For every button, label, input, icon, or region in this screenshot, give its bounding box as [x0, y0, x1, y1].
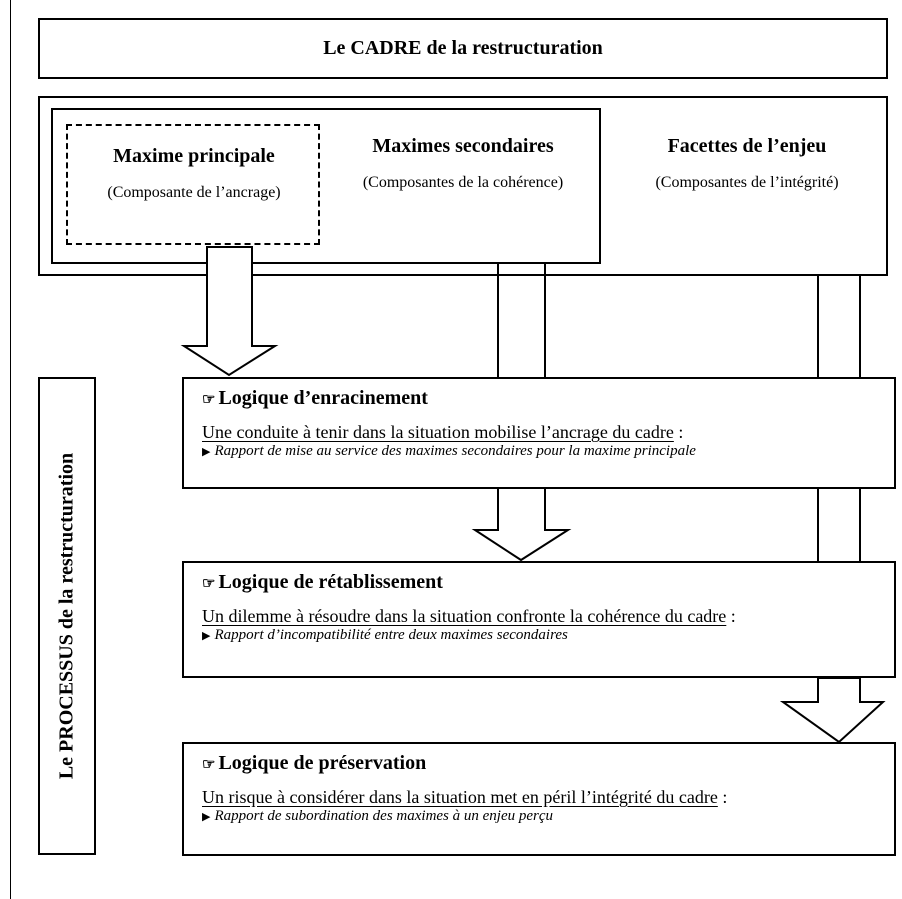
logique-enracinement-box: ☞Logique d’enracinement Une conduite à t…	[182, 377, 896, 489]
pointing-hand-icon: ☞	[202, 392, 216, 408]
arrow-principale-to-enracinement	[180, 246, 279, 377]
processus-box: Le PROCESSUS de la restructuration	[38, 377, 96, 855]
maxime-principale-title: Maxime principale	[113, 145, 275, 167]
logique-preservation-box: ☞Logique de préservation Un risque à con…	[182, 742, 896, 856]
logique-preservation-statement-line: Un risque à considérer dans la situation…	[202, 787, 894, 808]
logique-enracinement-detail-line: ▶Rapport de mise au service des maximes …	[202, 443, 894, 460]
logique-enracinement-title: Logique d’enracinement	[218, 387, 428, 409]
maxime-principale-column: Maxime principale (Composante de l’ancra…	[70, 145, 318, 202]
logique-enracinement-colon: :	[673, 422, 684, 442]
cadre-title: Le CADRE de la restructuration	[323, 37, 603, 59]
arrow-enracinement-to-retablissement	[471, 487, 572, 562]
processus-label: Le PROCESSUS de la restructuration	[55, 452, 78, 780]
triangle-right-icon: ▶	[202, 630, 211, 642]
logique-enracinement-statement-line: Une conduite à tenir dans la situation m…	[202, 422, 894, 443]
pointing-hand-icon: ☞	[202, 576, 216, 592]
logique-retablissement-detail: Rapport d’incompatibilité entre deux max…	[214, 627, 568, 643]
logique-preservation-title: Logique de préservation	[218, 752, 427, 774]
logique-enracinement-statement: Une conduite à tenir dans la situation m…	[202, 422, 674, 442]
logique-preservation-detail: Rapport de subordination des maximes à u…	[214, 808, 554, 824]
maxime-principale-box	[66, 124, 320, 245]
logique-preservation-heading: ☞Logique de préservation	[202, 752, 894, 775]
triangle-right-icon: ▶	[202, 446, 211, 458]
logique-retablissement-detail-line: ▶Rapport d’incompatibilité entre deux ma…	[202, 627, 894, 644]
facettes-enjeu-title: Facettes de l’enjeu	[667, 135, 827, 157]
pointing-hand-icon: ☞	[202, 757, 216, 773]
maximes-secondaires-column: Maximes secondaires (Composantes de la c…	[328, 135, 598, 192]
inner-maximes-box	[51, 108, 601, 264]
maxime-principale-subtitle: (Composante de l’ancrage)	[107, 184, 281, 201]
triangle-right-icon: ▶	[202, 811, 211, 823]
logique-preservation-detail-line: ▶Rapport de subordination des maximes à …	[202, 808, 894, 825]
maximes-secondaires-subtitle: (Composantes de la cohérence)	[362, 174, 564, 191]
logique-enracinement-heading: ☞Logique d’enracinement	[202, 387, 894, 410]
logique-retablissement-colon: :	[726, 606, 736, 626]
facettes-enjeu-subtitle: (Composantes de l’intégrité)	[655, 174, 839, 191]
page-left-border	[10, 0, 11, 899]
logique-retablissement-statement: Un dilemme à résoudre dans la situation …	[202, 606, 727, 626]
maximes-secondaires-title: Maximes secondaires	[372, 135, 554, 157]
logique-retablissement-statement-line: Un dilemme à résoudre dans la situation …	[202, 606, 894, 627]
cadre-title-box: Le CADRE de la restructuration	[38, 18, 888, 79]
logique-retablissement-title: Logique de rétablissement	[218, 571, 443, 593]
logique-retablissement-heading: ☞Logique de rétablissement	[202, 571, 894, 594]
logique-enracinement-detail: Rapport de mise au service des maximes s…	[214, 443, 696, 459]
logique-preservation-colon: :	[717, 787, 728, 807]
arrow-retablissement-to-preservation	[779, 677, 886, 744]
logique-preservation-statement: Un risque à considérer dans la situation…	[202, 787, 718, 807]
logique-retablissement-box: ☞Logique de rétablissement Un dilemme à …	[182, 561, 896, 678]
facettes-enjeu-column: Facettes de l’enjeu (Composantes de l’in…	[612, 135, 882, 192]
